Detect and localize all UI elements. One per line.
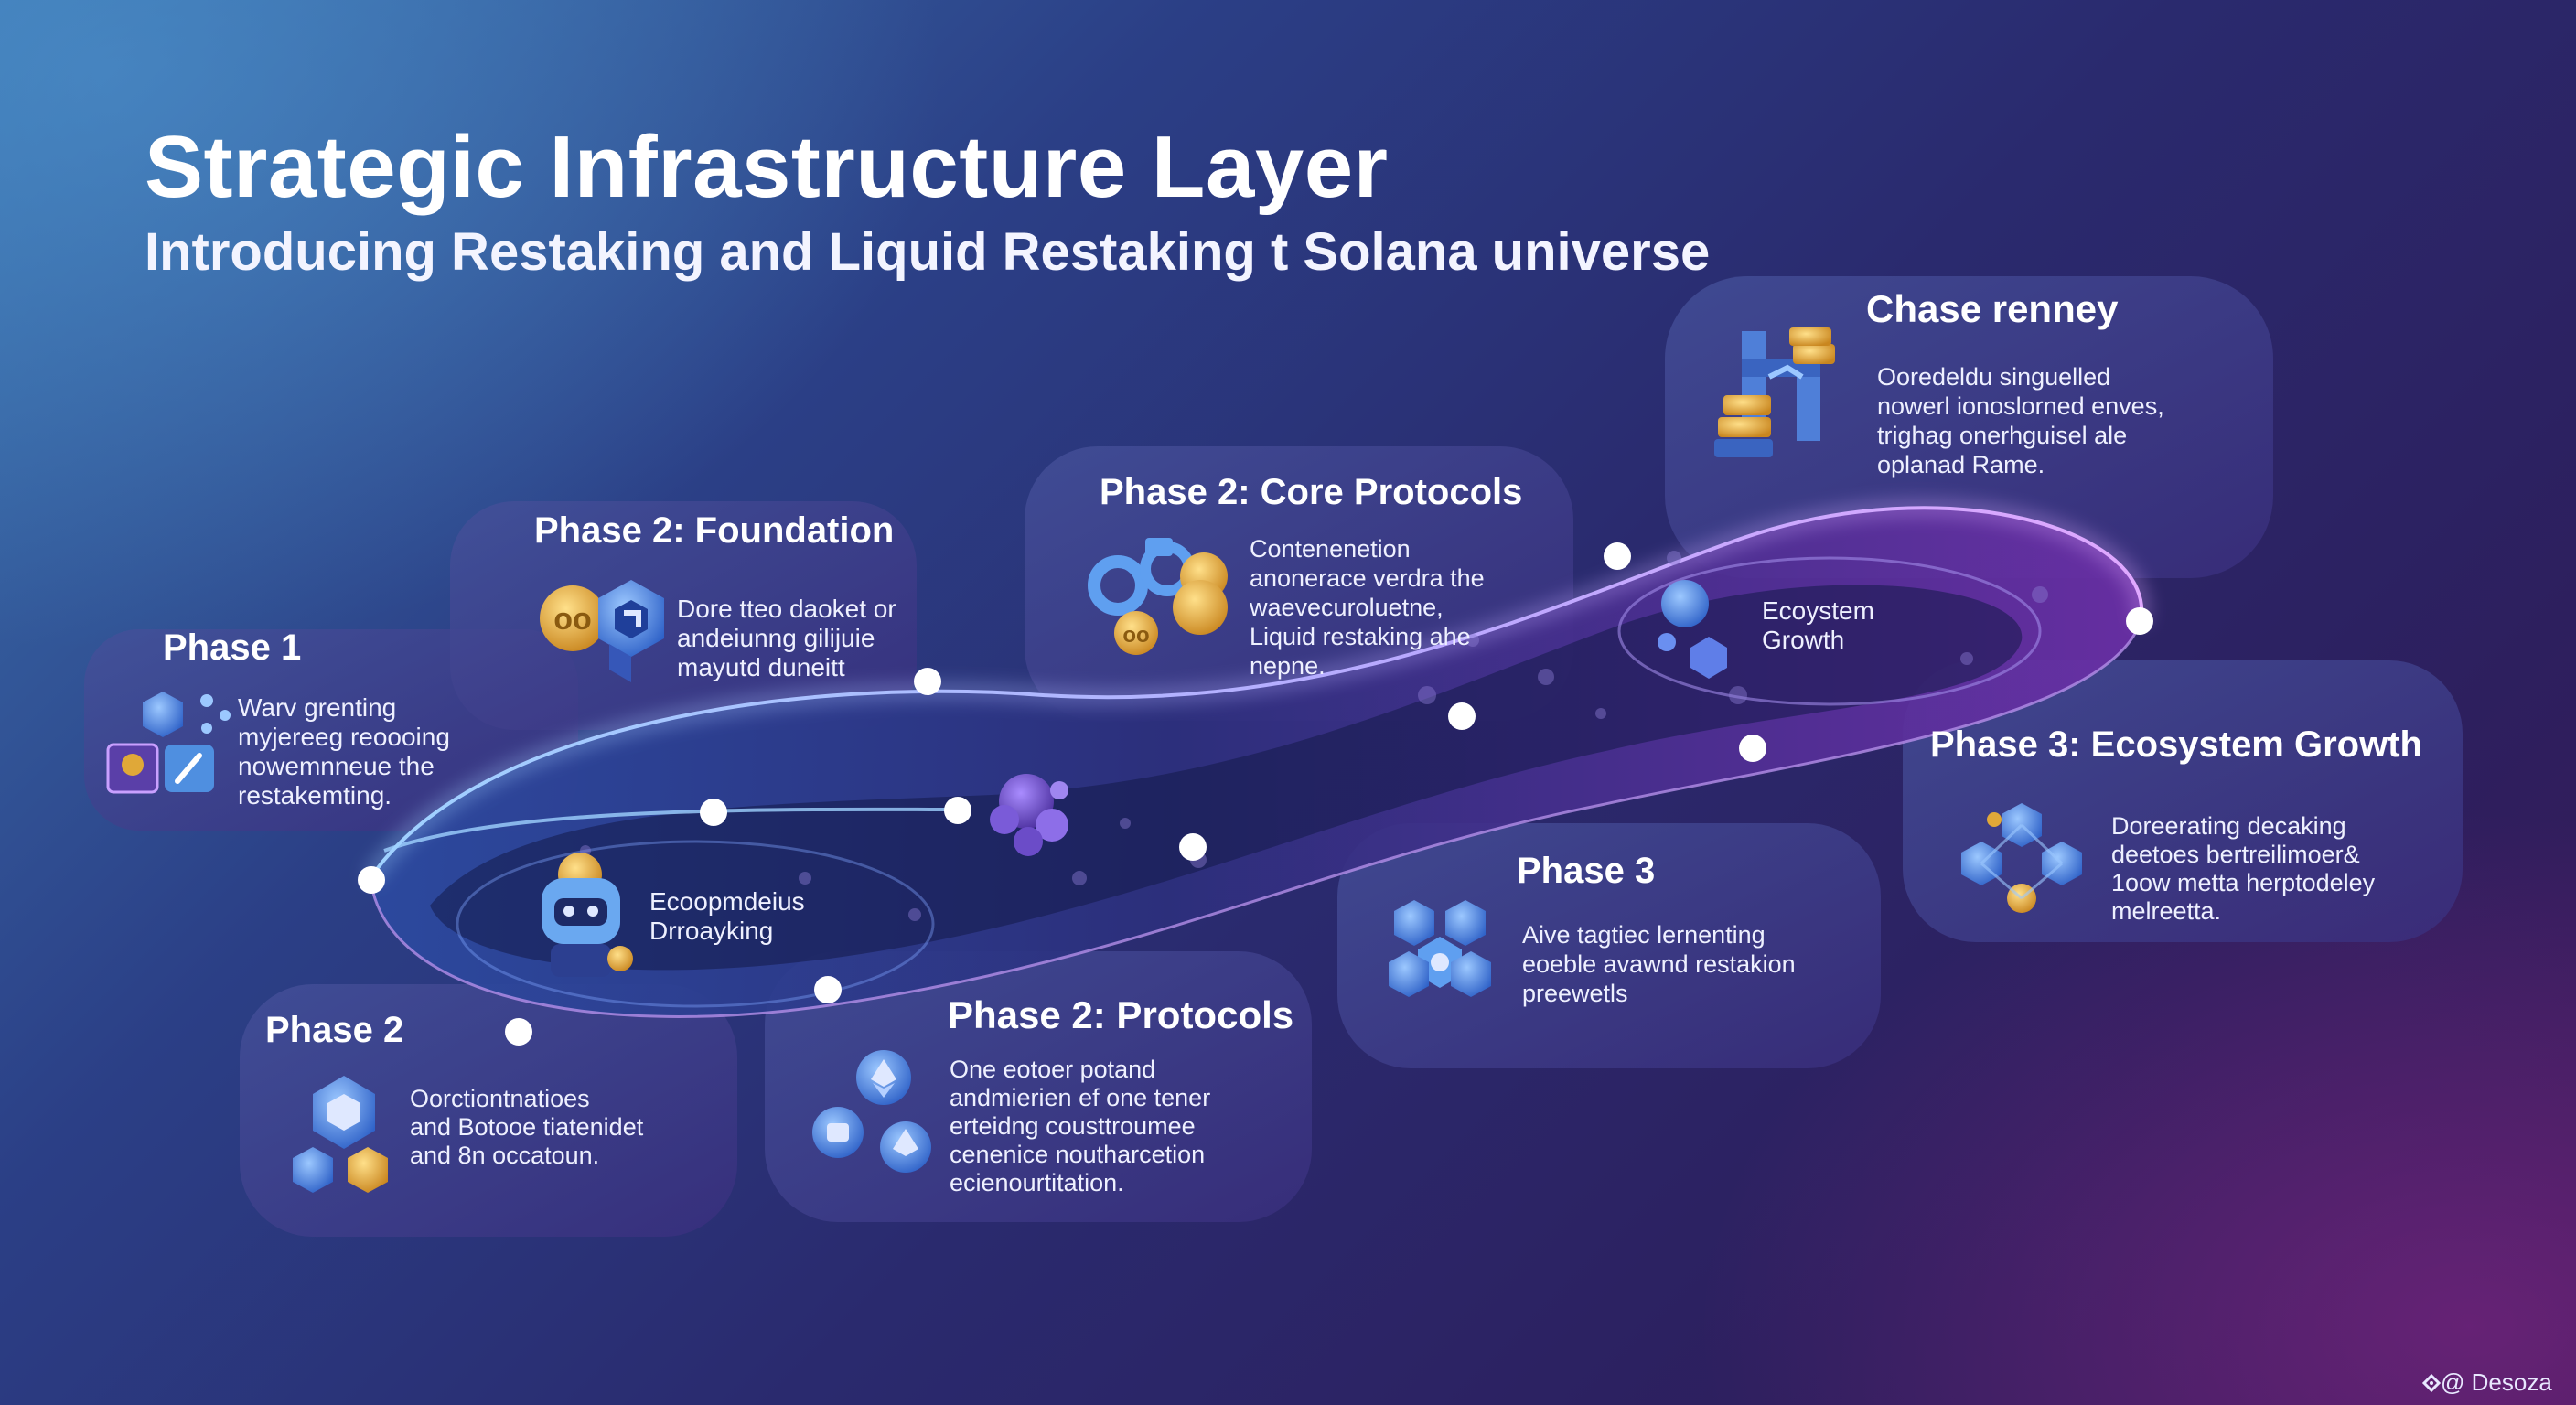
node-dot	[1604, 542, 1631, 570]
card-foundation	[450, 501, 917, 730]
diamond-logo-icon	[2421, 1373, 2442, 1393]
ethereum-orb-icon	[812, 1050, 931, 1173]
core-protocols-text: Contenenetion anonerace verdra the waeve…	[1250, 535, 1485, 680]
node-dot	[1739, 735, 1766, 762]
watermark-text: @ Desoza	[2441, 1368, 2552, 1396]
foundation-text: Dore tteo daoket or andeiunng gilijuie m…	[677, 595, 896, 681]
phase3-title: Phase 3	[1517, 851, 1656, 891]
stacked-hexagon-icon	[293, 1076, 388, 1193]
token-cluster-icon	[106, 692, 231, 794]
phase1-title: Phase 1	[163, 627, 302, 668]
inner-label-center: Ecoopmdeius Drroayking	[649, 887, 805, 945]
coin-and-hexagon-icon: oo	[540, 580, 664, 682]
node-dot	[1179, 833, 1207, 861]
gear-and-coins-icon: oo	[1088, 538, 1228, 655]
node-dot	[814, 976, 842, 1003]
node-dot	[944, 797, 971, 824]
timeline-band	[365, 501, 2149, 1018]
page-title: Strategic Infrastructure Layer	[145, 118, 1389, 216]
card-phase3	[1337, 823, 1881, 1068]
phase2-title: Phase 2	[265, 1010, 404, 1050]
page-subtitle: Introducing Restaking and Liquid Restaki…	[145, 222, 1711, 282]
node-dot	[358, 866, 385, 894]
phase2-text: Oorctiontnatioes and Botooe tiatenidet a…	[410, 1085, 644, 1169]
node-dot	[914, 668, 941, 695]
protocols-title: Phase 2: Protocols	[948, 993, 1294, 1036]
blue-orb-cluster-icon	[1658, 580, 1727, 679]
protocols-text: One eotoer potand andmierien ef one tene…	[950, 1056, 1211, 1196]
block-tower-icon	[1714, 327, 1835, 457]
ecosystem-growth-text: Doreerating decaking deetoes bertreilimo…	[2111, 812, 2376, 925]
chase-title: Chase renney	[1866, 287, 2119, 330]
foundation-title: Phase 2: Foundation	[534, 510, 895, 551]
purple-orb-cluster-icon	[990, 774, 1068, 856]
node-dot	[700, 799, 727, 826]
connector-nodes	[358, 542, 2153, 1046]
hexagon-cluster-icon	[1389, 900, 1491, 997]
node-dot	[505, 1018, 532, 1046]
phase1-text: Warv grenting myjereeg reoooing nowemnne…	[238, 693, 450, 810]
svg-text:oo: oo	[1122, 623, 1149, 648]
robot-mascot-icon	[542, 853, 633, 977]
node-dot	[1448, 702, 1476, 730]
inner-label-ecosystem-growth: Ecoystem Growth	[1762, 596, 1874, 654]
hexagon-network-icon	[1961, 803, 2082, 913]
chase-text: Ooredeldu singuelled nowerl ionoslorned …	[1877, 363, 2164, 478]
ecosystem-growth-title: Phase 3: Ecosystem Growth	[1930, 724, 2422, 765]
core-protocols-title: Phase 2: Core Protocols	[1100, 472, 1523, 512]
svg-text:oo: oo	[553, 602, 592, 637]
node-dot	[2126, 607, 2153, 635]
phase3-text: Aive tagtiec lernenting eoeble avawnd re…	[1522, 921, 1796, 1007]
